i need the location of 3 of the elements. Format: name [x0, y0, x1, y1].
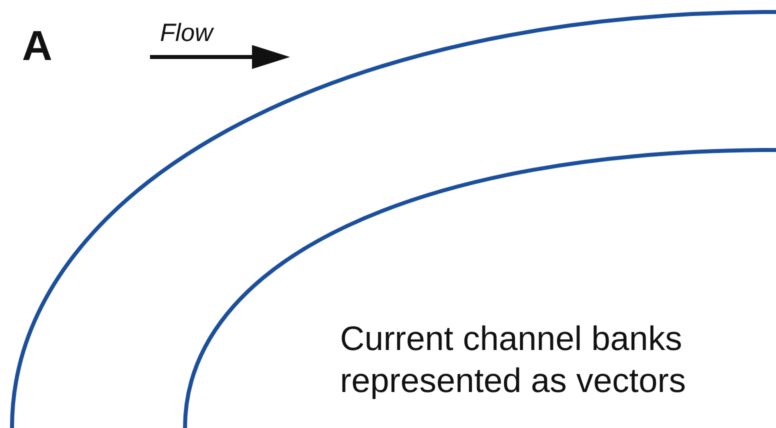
- flow-label: Flow: [160, 18, 213, 48]
- caption-text: Current channel banks represented as vectors: [340, 319, 687, 402]
- panel-letter: A: [22, 22, 52, 70]
